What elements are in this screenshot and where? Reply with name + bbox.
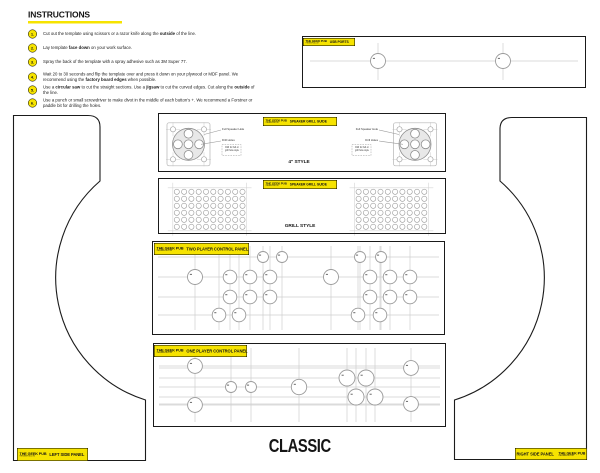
step-number-badge: 3. bbox=[28, 57, 37, 67]
speaker-note-box-left bbox=[221, 144, 242, 156]
speaker-note-box-right bbox=[351, 144, 372, 156]
brand-name: THE GEEK PUB bbox=[305, 39, 327, 43]
instruction-step: 2. Lay template face down on your work su… bbox=[28, 43, 263, 53]
caption-4in-style: 4" STYLE bbox=[288, 158, 310, 165]
brand-tagline: THEGEEKPUB.COM bbox=[265, 121, 279, 124]
brand-name: THE GEEK PUB bbox=[265, 182, 287, 186]
instruction-step: 4. Wait 20 to 30 seconds and flip the tem… bbox=[28, 72, 263, 83]
annotation-drill-holes-left: Drill Holes bbox=[221, 138, 235, 142]
panel-name: RIGHT SIDE PANEL bbox=[516, 451, 554, 457]
step-text: Lay template face down on your work surf… bbox=[43, 45, 133, 51]
step-number-badge: 6. bbox=[28, 98, 37, 108]
annotation-drill-holes-right: Drill Holes bbox=[365, 138, 378, 142]
step-number-badge: 1. bbox=[28, 29, 37, 39]
panel-name: SPEAKER GRILL GUIDE bbox=[289, 182, 327, 187]
brand-tagline: THEGEEKPUB.COM bbox=[305, 42, 319, 44]
instructions-section: INSTRUCTIONS 1. Cut out the template usin… bbox=[28, 10, 263, 110]
step-text: Spray the back of the template with a sp… bbox=[43, 59, 187, 65]
instructions-underline bbox=[28, 21, 122, 24]
step-number-badge: 5. bbox=[28, 85, 37, 95]
annotation-full-speaker-hole-right: Full Speaker Hole bbox=[355, 127, 378, 131]
instruction-step: 1. Cut out the template using scissors or… bbox=[28, 29, 263, 39]
model-title: CLASSIC bbox=[269, 436, 331, 456]
brand-name: THE GEEK PUB bbox=[156, 245, 184, 251]
holes-and-guides bbox=[158, 43, 578, 422]
instruction-step: 3. Spray the back of the template with a … bbox=[28, 57, 263, 67]
speaker-annotation-leaders bbox=[200, 129, 404, 145]
caption-grill-style: GRILL STYLE bbox=[284, 222, 316, 229]
panel-name: TWO PLAYER CONTROL PANEL bbox=[186, 246, 249, 252]
speaker-grill-panel-outline bbox=[158, 178, 446, 234]
step-text: Use a punch or small screwdriver to make… bbox=[43, 97, 253, 109]
brand-name: THE GEEK PUB bbox=[19, 451, 47, 456]
one-player-panel-outline bbox=[153, 343, 446, 427]
panel-name: SPEAKER GRILL GUIDE bbox=[289, 119, 327, 124]
brand-tagline: THEGEEKPUB.COM bbox=[558, 454, 574, 457]
panel-name: ONE PLAYER CONTROL PANEL bbox=[186, 348, 248, 354]
panel-name: LEFT SIDE PANEL bbox=[49, 452, 85, 457]
brand-tagline: THEGEEKPUB.COM bbox=[156, 249, 172, 252]
brand-name: THE GEEK PUB bbox=[156, 347, 184, 353]
instructions-list: 1. Cut out the template using scissors or… bbox=[28, 29, 263, 109]
usb-panel-outline bbox=[302, 36, 586, 88]
step-number-badge: 4. bbox=[28, 72, 37, 82]
step-text: Cut out the template using scissors or a… bbox=[43, 31, 197, 37]
brand-name: THE GEEK PUB bbox=[558, 450, 586, 456]
annotation-full-speaker-hole-left: Full Speaker Hole bbox=[221, 127, 244, 131]
instruction-step: 6. Use a punch or small screwdriver to ma… bbox=[28, 97, 263, 108]
brand-tagline: THEGEEKPUB.COM bbox=[156, 351, 172, 354]
right-side-panel-outline bbox=[453, 116, 588, 461]
instructions-title: INSTRUCTIONS bbox=[28, 10, 90, 20]
step-number-badge: 2. bbox=[28, 43, 37, 53]
step-text: Wait 20 to 30 seconds and flip the templ… bbox=[43, 71, 239, 83]
instruction-step: 5. Use a circular saw to cut the straight… bbox=[28, 84, 263, 95]
annotation-note-left: Drill for full or grill hole style bbox=[224, 145, 239, 151]
brand-tagline: THEGEEKPUB.COM bbox=[265, 184, 279, 187]
brand-name: THE GEEK PUB bbox=[265, 119, 287, 123]
left-side-panel-outline bbox=[12, 114, 147, 462]
speaker-4in-panel-outline bbox=[158, 113, 446, 172]
step-text: Use a circular saw to cut the straight s… bbox=[43, 84, 255, 96]
panel-name: USB PORTS bbox=[329, 40, 349, 44]
two-player-panel-outline bbox=[152, 241, 445, 335]
annotation-note-right: Drill for full or grill hole style bbox=[354, 145, 369, 151]
brand-tagline: THEGEEKPUB.COM bbox=[19, 455, 35, 458]
